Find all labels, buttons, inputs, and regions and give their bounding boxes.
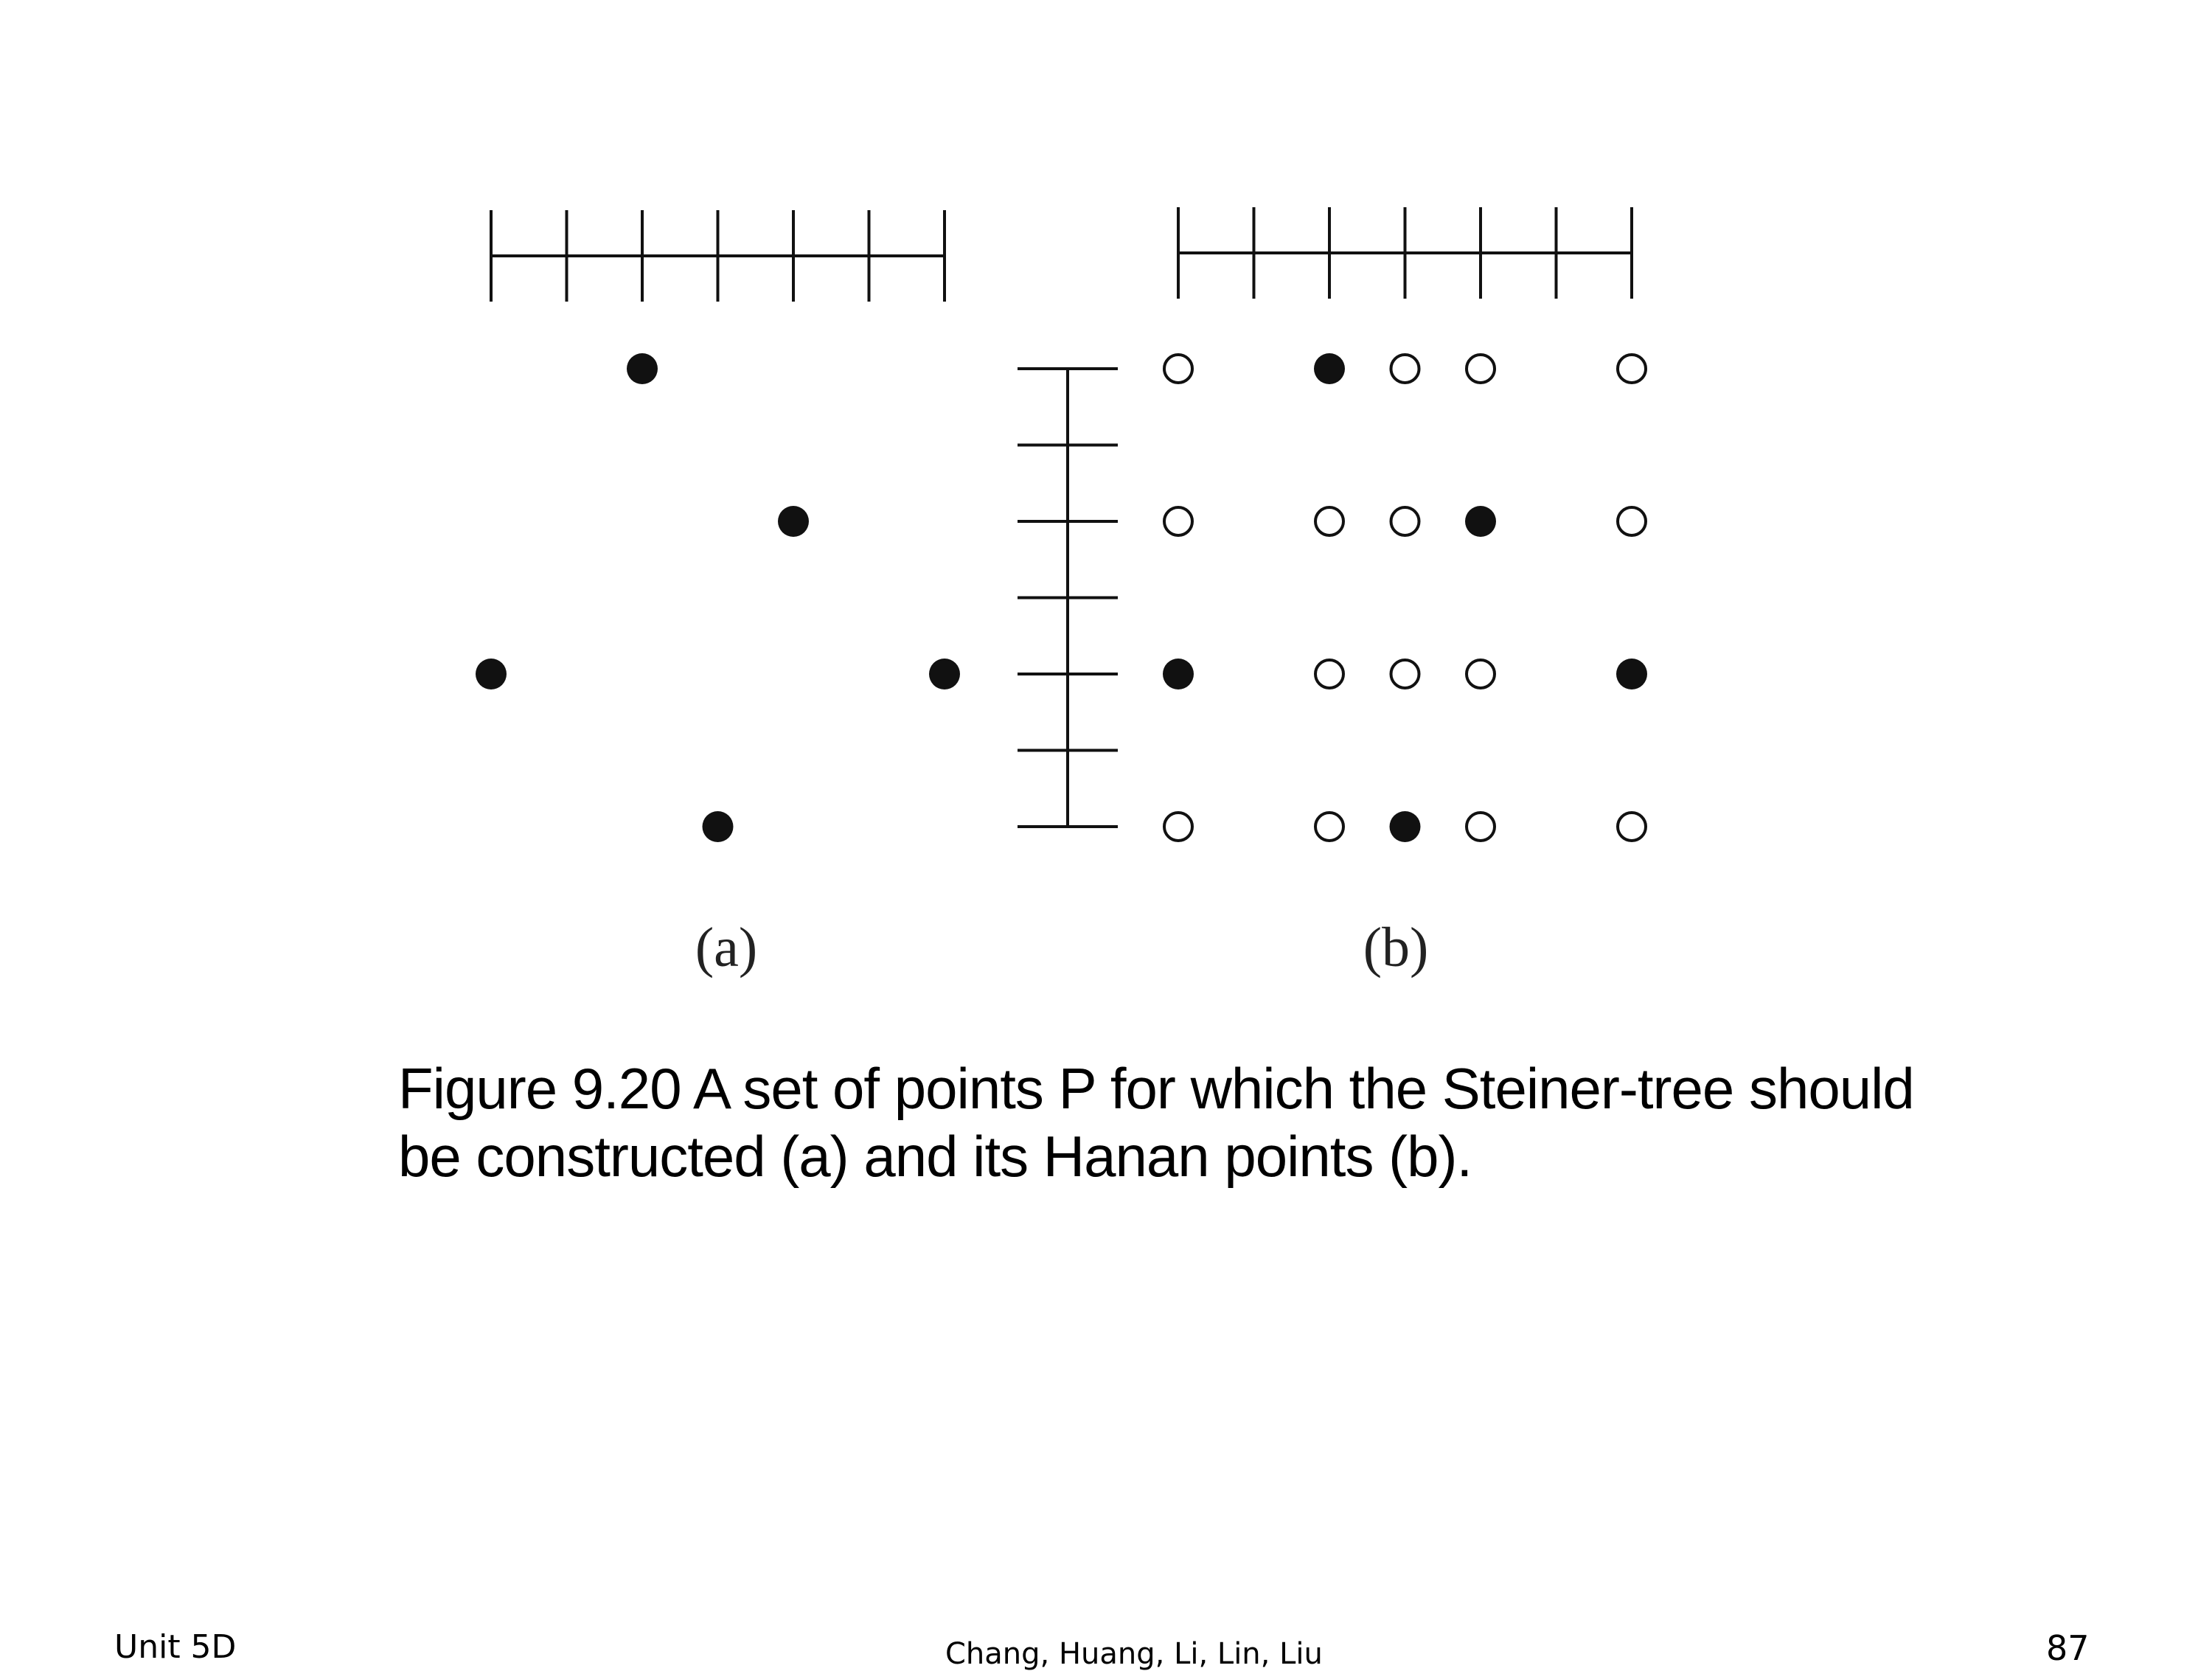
caption-line-1: Figure 9.20 A set of points P for which … — [398, 1056, 1915, 1121]
hanan-point — [1465, 659, 1496, 689]
hanan-point — [1163, 811, 1194, 842]
vertical-ruler — [1018, 367, 1118, 828]
hanan-point — [1616, 506, 1647, 537]
hanan-point — [1465, 811, 1496, 842]
terminal-point — [778, 506, 809, 537]
hanan-point — [1314, 811, 1345, 842]
hanan-point — [1389, 353, 1421, 384]
terminal-point — [1163, 659, 1194, 689]
terminal-point — [627, 353, 658, 384]
hanan-point — [1616, 811, 1647, 842]
hanan-point — [1314, 659, 1345, 689]
hanan-point — [1465, 353, 1496, 384]
panel-b-horizontal-ruler — [1177, 207, 1633, 299]
panel-a-label: (a) — [695, 917, 757, 979]
terminal-point — [929, 659, 960, 689]
hanan-point — [1389, 506, 1421, 537]
hanan-point — [1389, 659, 1421, 689]
caption-line-2: be constructed (a) and its Hanan points … — [398, 1124, 1472, 1189]
hanan-point — [1163, 506, 1194, 537]
hanan-point — [1314, 506, 1345, 537]
terminal-point — [1616, 659, 1647, 689]
panel-a-horizontal-ruler — [490, 210, 946, 302]
steiner-hanan-figure: (a) (b) — [476, 207, 1647, 979]
panel-b-points — [1163, 353, 1647, 842]
terminal-point — [1314, 353, 1345, 384]
figure-caption: Figure 9.20 A set of points P for which … — [398, 1055, 2094, 1190]
terminal-point — [1389, 811, 1421, 842]
footer-authors: Chang, Huang, Li, Lin, Liu — [945, 1637, 1323, 1671]
terminal-point — [476, 659, 507, 689]
terminal-point — [702, 811, 734, 842]
footer-unit: Unit 5D — [114, 1628, 237, 1666]
panel-a-points — [476, 353, 960, 842]
hanan-point — [1163, 353, 1194, 384]
panel-b-label: (b) — [1363, 917, 1429, 979]
terminal-point — [1465, 506, 1496, 537]
hanan-point — [1616, 353, 1647, 384]
footer-page-number: 87 — [2046, 1628, 2090, 1668]
